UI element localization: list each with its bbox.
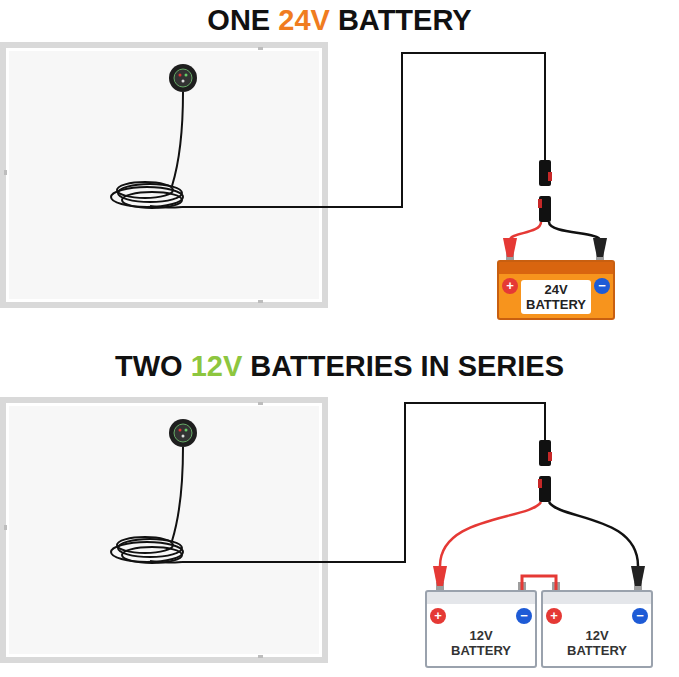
terminal-sign: − (516, 608, 532, 624)
drawing-part (179, 429, 182, 432)
drawing-part (539, 160, 551, 186)
drawing-part (182, 53, 545, 207)
drawing-part (548, 452, 552, 461)
drawing-part (433, 566, 447, 586)
battery-text: 12V BATTERY (564, 628, 630, 658)
drawing-part (258, 47, 263, 50)
drawing-part (548, 172, 552, 181)
battery-clamp (433, 566, 645, 590)
drawing-part (182, 80, 185, 83)
drawing-part (4, 525, 7, 530)
junction-box (169, 419, 197, 447)
solar-panel (3, 45, 325, 305)
drawing-part (174, 424, 192, 442)
wire (182, 53, 600, 240)
drawing-part (631, 566, 645, 586)
drawing-part (174, 69, 192, 87)
drawing-part (182, 435, 185, 438)
drawing-part (172, 92, 183, 186)
drawing-part (182, 403, 545, 562)
drawing-part (122, 547, 182, 563)
drawing-part (503, 238, 517, 257)
drawing-part (539, 476, 551, 502)
junction-box (169, 64, 197, 92)
drawing-part (539, 196, 551, 222)
terminal-sign: + (546, 608, 562, 624)
cable-coil (111, 447, 183, 563)
drawing-part (538, 199, 542, 208)
highlight-word: 24V (278, 4, 330, 36)
terminal-sign: − (594, 278, 610, 294)
drawing-part (258, 402, 263, 405)
terminal-sign: − (632, 608, 648, 624)
heading: ONE 24V BATTERY (0, 4, 679, 37)
battery-label: 12V BATTERY (562, 626, 632, 660)
drawing-part (549, 502, 638, 566)
drawing-part (185, 429, 188, 432)
heading: TWO 12V BATTERIES IN SERIES (0, 350, 679, 383)
sae-connector (538, 160, 552, 222)
drawing-part (117, 537, 173, 553)
drawing-part (150, 206, 182, 208)
battery-box: 12V BATTERY+ − (425, 590, 537, 668)
battery-text: 12V BATTERY (448, 628, 514, 658)
drawing-part (172, 447, 183, 541)
solar-panel (3, 400, 325, 660)
drawing-part (258, 655, 263, 658)
battery-label: 24V BATTERY (521, 280, 591, 314)
series-wire (522, 576, 556, 590)
drawing-part (3, 400, 325, 660)
drawing-part (185, 74, 188, 77)
drawing-part (117, 182, 173, 198)
drawing-part (150, 561, 182, 563)
drawing-part (538, 479, 542, 488)
sae-connector (538, 440, 552, 502)
drawing-part (4, 170, 7, 175)
drawing-part (122, 192, 182, 208)
wire (182, 403, 638, 566)
drawing-part (549, 222, 600, 240)
highlight-word: 12V (191, 350, 243, 382)
drawing-part (179, 74, 182, 77)
drawing-part (258, 300, 263, 303)
battery-box: 12V BATTERY+ − (541, 590, 653, 668)
drawing-part (169, 419, 197, 447)
terminal-sign: + (502, 278, 518, 294)
terminal-sign: + (430, 608, 446, 624)
drawing-part (593, 238, 607, 257)
drawing-part (3, 45, 325, 305)
cable-coil (111, 92, 183, 208)
drawing-part (169, 64, 197, 92)
battery-box: 24V BATTERY + − (497, 260, 615, 320)
drawing-part (440, 502, 541, 566)
battery-label: 12V BATTERY (446, 626, 516, 660)
drawing-part (9, 51, 319, 299)
drawing-part (510, 222, 541, 240)
drawing-part (539, 440, 551, 466)
drawing-part (9, 406, 319, 654)
battery-text: 24V BATTERY (523, 282, 589, 312)
battery-clamp (503, 238, 607, 260)
